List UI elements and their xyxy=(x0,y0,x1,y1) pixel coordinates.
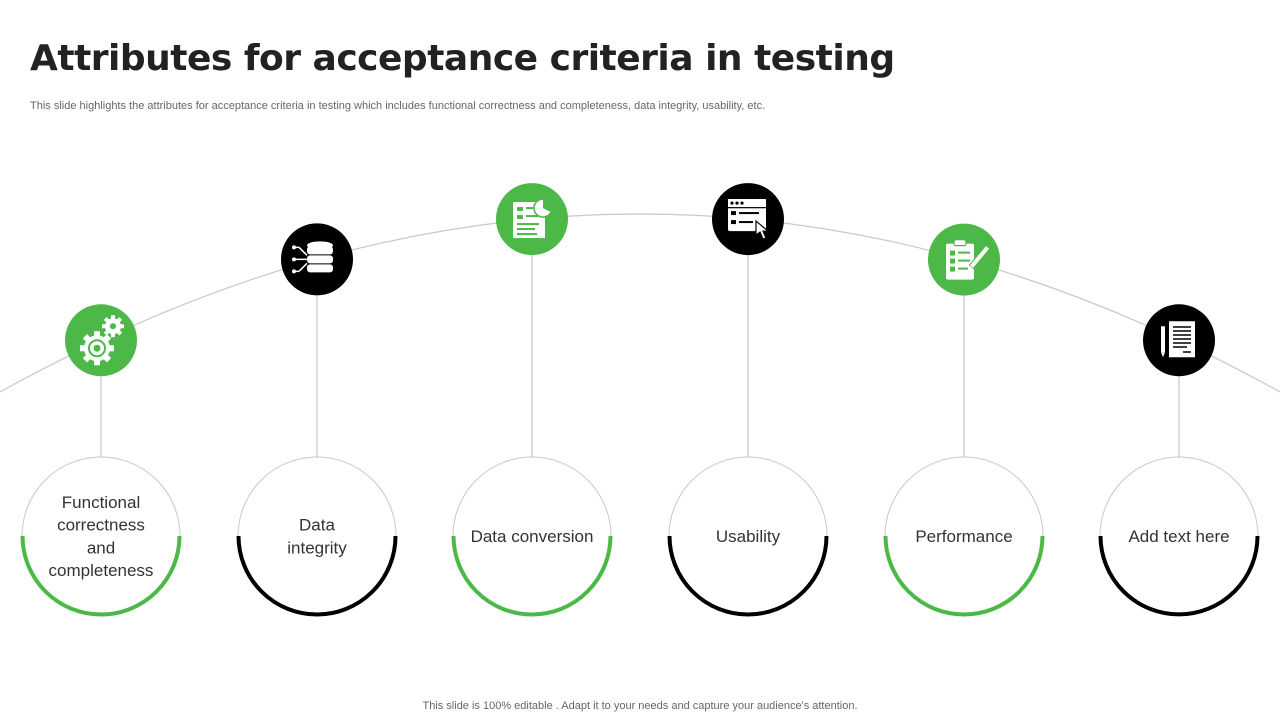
attribute-label: Add text here xyxy=(1128,527,1229,546)
attribute-node: Data integrity xyxy=(236,223,398,617)
attribute-label-line: Data xyxy=(299,516,335,535)
accent-arc xyxy=(236,535,398,617)
slide-subtitle: This slide highlights the attributes for… xyxy=(30,100,766,112)
attribute-node: Data conversion xyxy=(451,183,613,617)
attribute-label: Data conversion xyxy=(471,527,594,546)
attribute-label: Functional correctness and completeness xyxy=(49,493,154,580)
attribute-node: Performance xyxy=(883,223,1045,617)
slide-footer: This slide is 100% editable . Adapt it t… xyxy=(422,700,858,712)
attribute-node: Add text here xyxy=(1098,304,1260,617)
attribute-label-line: completeness xyxy=(49,561,154,580)
arc-line xyxy=(0,213,1280,393)
accent-arc xyxy=(667,535,829,617)
accent-arc xyxy=(451,535,613,617)
attribute-label: Data integrity xyxy=(287,516,347,558)
attribute-label-line: correctness xyxy=(57,516,145,535)
attribute-label: Performance xyxy=(915,527,1012,546)
attribute-label-line: and xyxy=(87,538,115,557)
accent-arc xyxy=(1098,535,1260,617)
attribute-label-line: Functional xyxy=(62,493,140,512)
slide-title: Attributes for acceptance criteria in te… xyxy=(30,38,895,79)
attribute-label: Usability xyxy=(716,527,781,546)
attribute-label-line: Add text here xyxy=(1128,527,1229,546)
attribute-label-line: Performance xyxy=(915,527,1012,546)
accent-arc xyxy=(883,535,1045,617)
attribute-label-line: Data conversion xyxy=(471,527,594,546)
attribute-node: Functional correctness and completeness xyxy=(20,304,182,617)
accent-arc xyxy=(20,535,182,617)
attribute-label-line: Usability xyxy=(716,527,781,546)
attribute-node: Usability xyxy=(667,183,829,617)
attribute-label-line: integrity xyxy=(287,538,347,557)
